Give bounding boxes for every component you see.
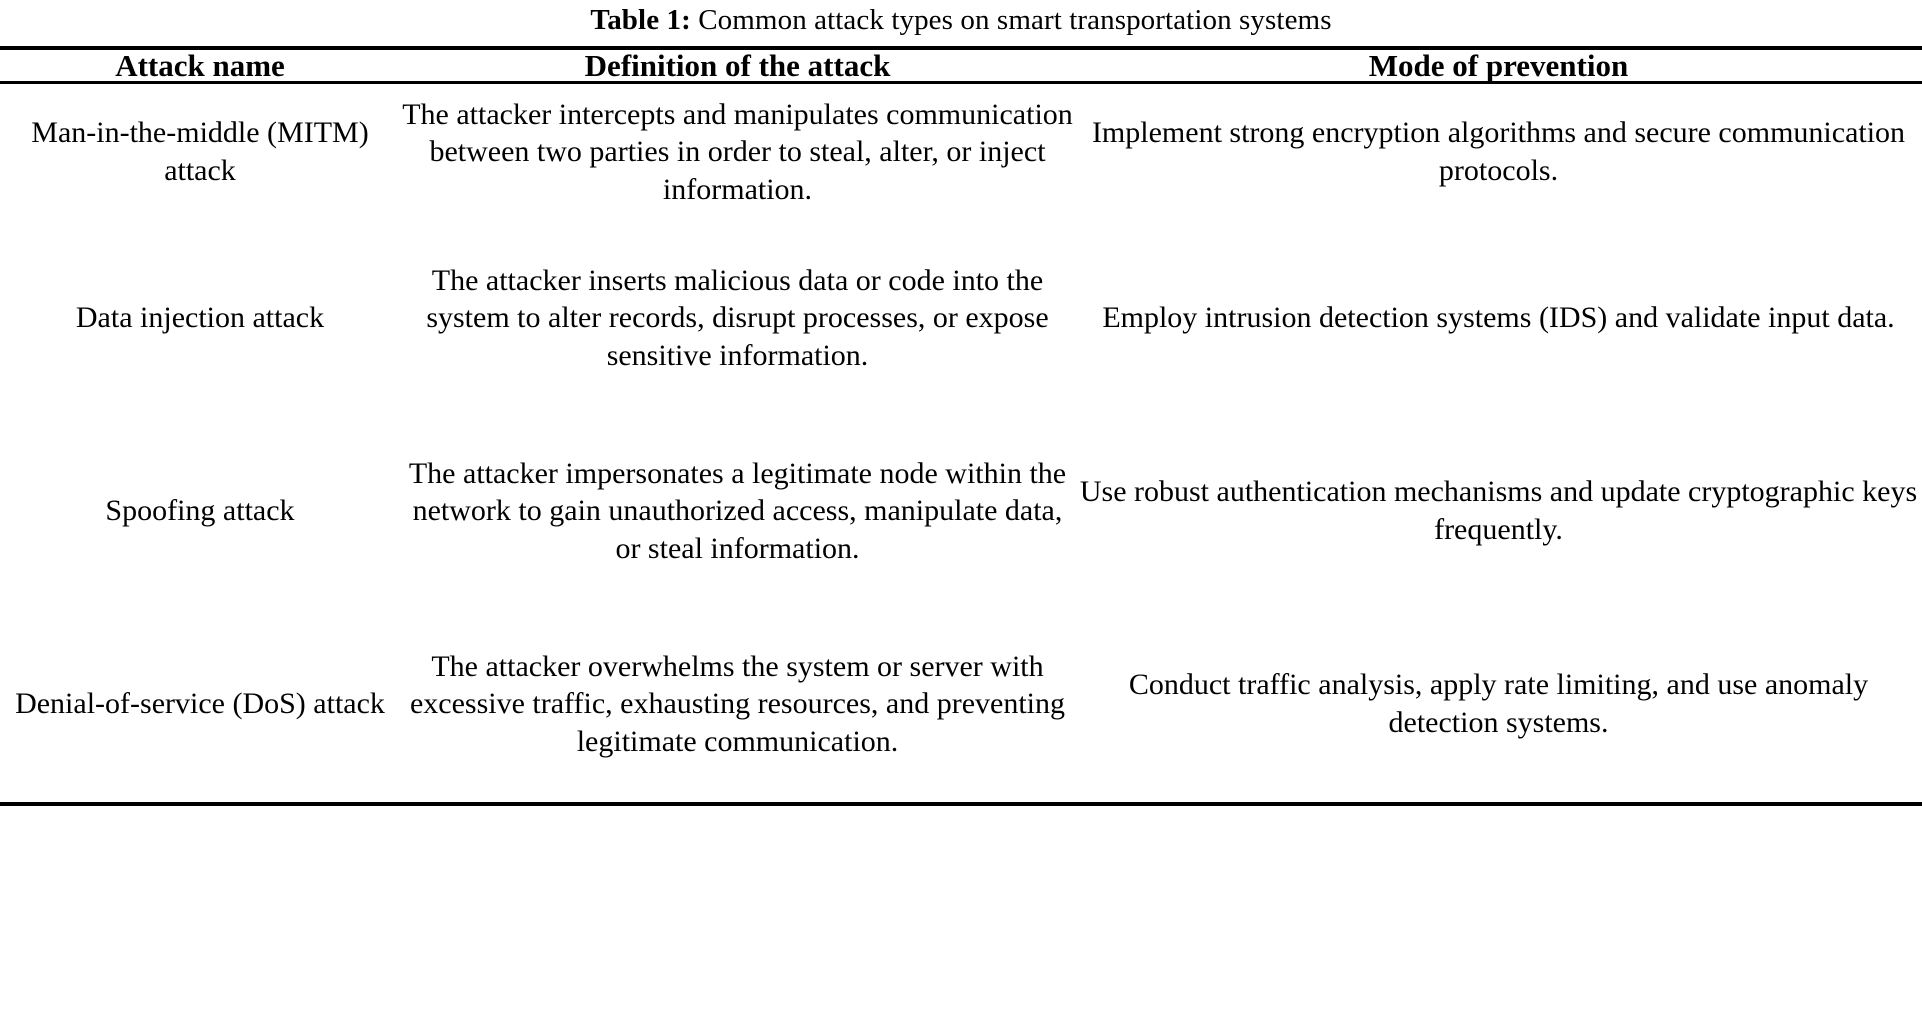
column-header-attack-name: Attack name xyxy=(115,48,285,83)
cell-prevention: Conduct traffic analysis, apply rate lim… xyxy=(1075,606,1922,802)
cell-prevention: Implement strong encryption algorithms a… xyxy=(1075,83,1922,221)
table-bottom-rule xyxy=(0,802,1922,806)
table-top-rule xyxy=(0,46,1922,50)
prevention-text: Implement strong encryption algorithms a… xyxy=(1091,116,1906,187)
table-row: Man-in-the-middle (MITM) attack The atta… xyxy=(0,83,1922,221)
caption-label: Table 1: xyxy=(590,4,691,36)
cell-definition: The attacker intercepts and manipulates … xyxy=(400,83,1075,221)
column-header-prevention: Mode of prevention xyxy=(1368,48,1629,83)
prevention-text: Conduct traffic analysis, apply rate lim… xyxy=(1128,668,1869,739)
table-header: Attack name Definition of the attack Mod… xyxy=(0,50,1922,83)
table-row: Spoofing attack The attacker impersonate… xyxy=(0,416,1922,606)
column-header-definition: Definition of the attack xyxy=(584,48,891,83)
cell-prevention: Employ intrusion detection systems (IDS)… xyxy=(1075,220,1922,416)
cell-prevention: Use robust authentication mechanisms and… xyxy=(1075,416,1922,606)
table-row: Data injection attack The attacker inser… xyxy=(0,220,1922,416)
cell-definition: The attacker inserts malicious data or c… xyxy=(400,220,1075,416)
definition-text: The attacker inserts malicious data or c… xyxy=(426,263,1049,372)
table-body: Man-in-the-middle (MITM) attack The atta… xyxy=(0,83,1922,803)
attack-name-text: Spoofing attack xyxy=(105,494,295,528)
caption-text: Common attack types on smart transportat… xyxy=(698,4,1332,36)
definition-text: The attacker overwhelms the system or se… xyxy=(409,649,1066,758)
table-row: Denial-of-service (DoS) attack The attac… xyxy=(0,606,1922,802)
cell-definition: The attacker impersonates a legitimate n… xyxy=(400,416,1075,606)
attack-name-text: Data injection attack xyxy=(75,301,325,335)
cell-attack-name: Denial-of-service (DoS) attack xyxy=(0,606,400,802)
cell-attack-name: Data injection attack xyxy=(0,220,400,416)
cell-definition: The attacker overwhelms the system or se… xyxy=(400,606,1075,802)
definition-text: The attacker impersonates a legitimate n… xyxy=(408,456,1067,565)
definition-text: The attacker intercepts and manipulates … xyxy=(402,97,1073,206)
attack-name-text: Denial-of-service (DoS) attack xyxy=(15,687,385,721)
cell-attack-name: Spoofing attack xyxy=(0,416,400,606)
cell-attack-name: Man-in-the-middle (MITM) attack xyxy=(0,83,400,221)
header-row: Attack name Definition of the attack Mod… xyxy=(0,50,1922,83)
attack-types-table: Attack name Definition of the attack Mod… xyxy=(0,50,1922,802)
prevention-text: Use robust authentication mechanisms and… xyxy=(1079,475,1918,546)
attack-name-text: Man-in-the-middle (MITM) attack xyxy=(31,116,369,187)
table-caption: Table 1: Common attack types on smart tr… xyxy=(0,0,1922,46)
prevention-text: Employ intrusion detection systems (IDS)… xyxy=(1102,301,1895,335)
